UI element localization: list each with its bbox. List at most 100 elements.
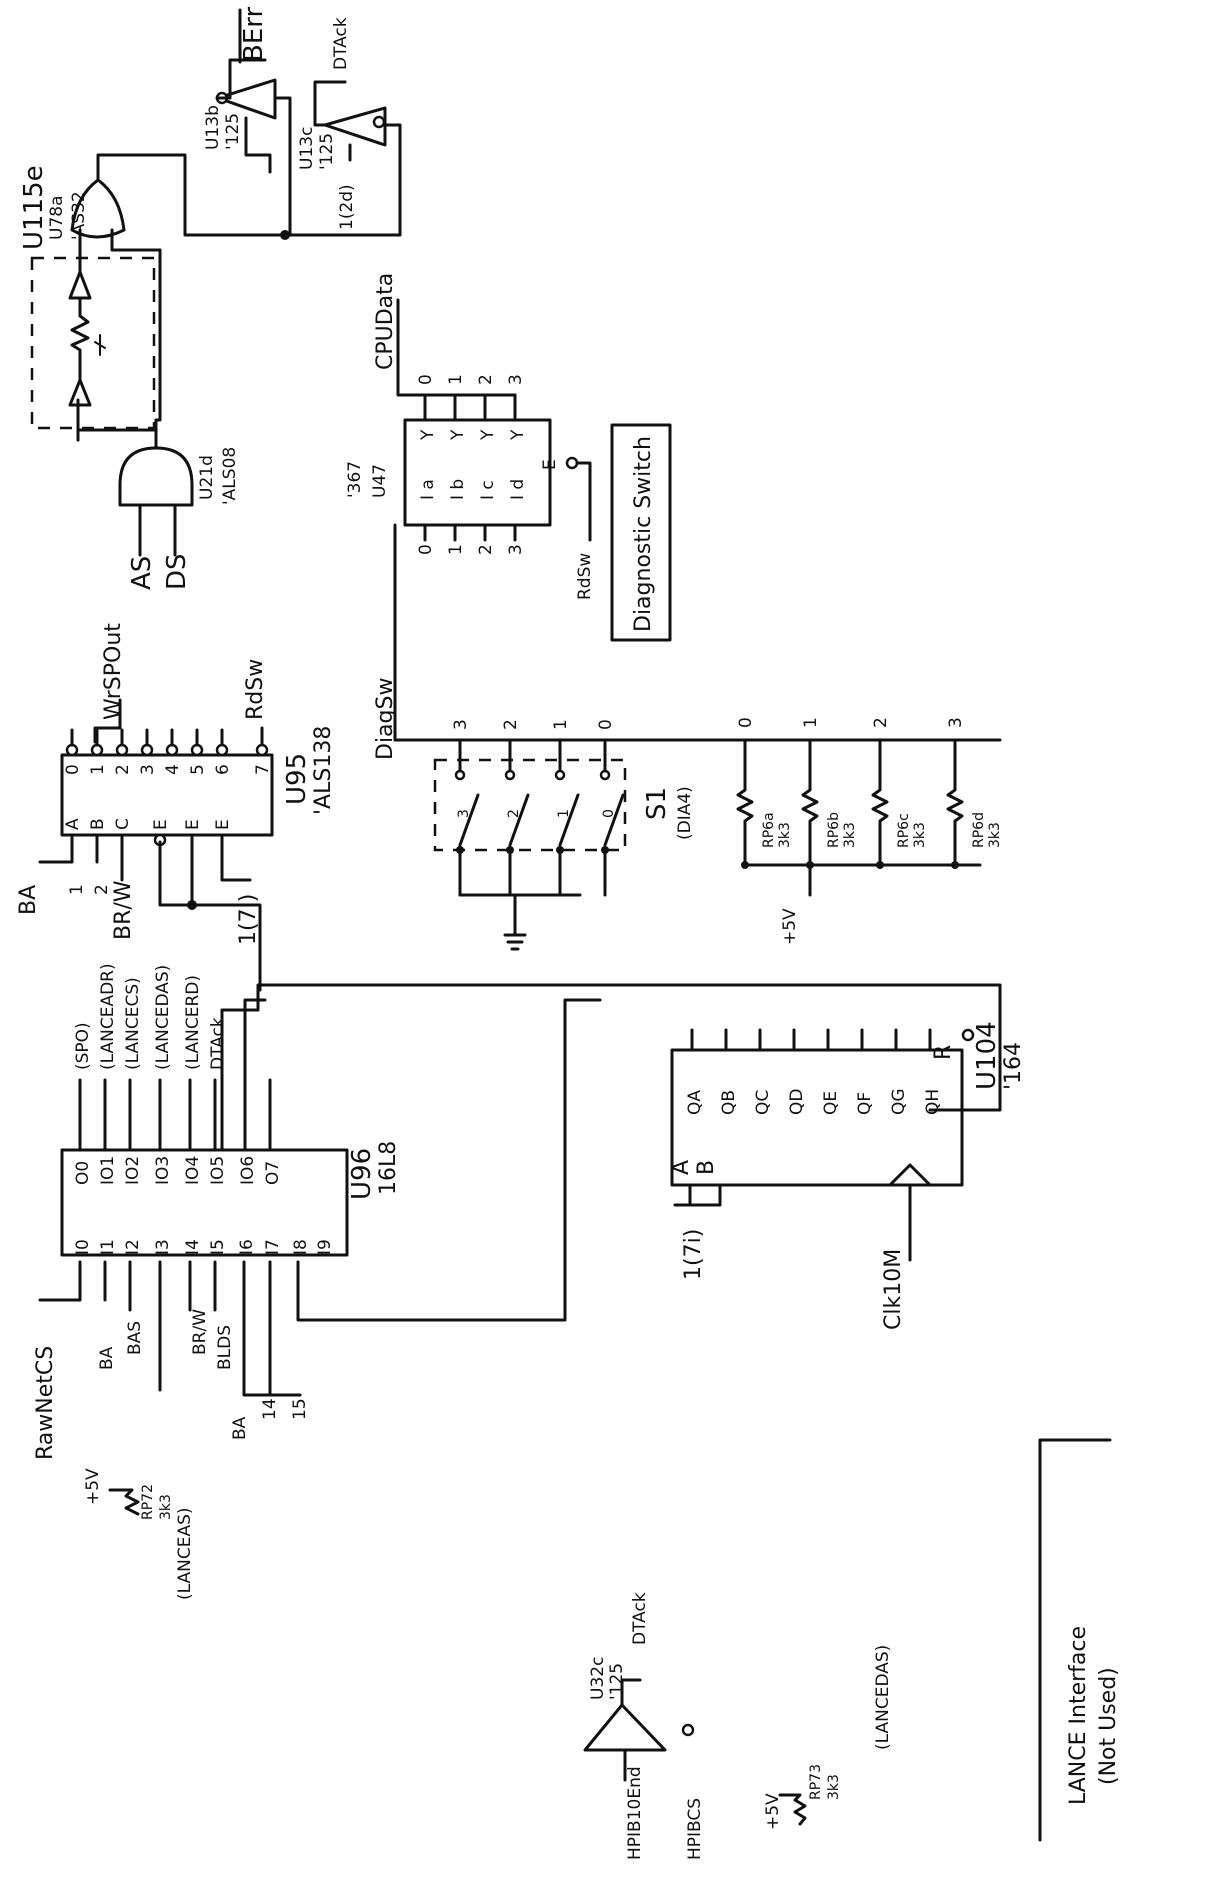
u95-part: 'ALS138	[311, 726, 336, 815]
u104-q-label: QD	[787, 1089, 807, 1115]
u96-out-label: O7	[263, 1161, 283, 1185]
u96-out-label: IO2	[123, 1156, 143, 1185]
u95-input-wires	[38, 833, 262, 992]
u96-in-label: I7	[263, 1239, 283, 1255]
u21d-to-or	[154, 248, 162, 450]
u104-clk-triangle	[888, 1163, 932, 1187]
u104-in-net: 1(7i)	[681, 1229, 706, 1280]
u115e-delay-element	[70, 296, 90, 382]
u104-in-a: A	[669, 1160, 694, 1175]
u95-out1-wire	[93, 698, 122, 744]
s1-lever	[603, 793, 625, 847]
diagsw-bit-label: 3	[451, 719, 471, 730]
u104-clk-net: Clk10M	[881, 1249, 906, 1330]
u32c-out: DTAck	[630, 1592, 650, 1645]
u95-brw-net: BR/W	[111, 880, 136, 940]
u47-title: '367	[345, 461, 365, 498]
u96-in-label: I9	[315, 1239, 335, 1255]
u47-out-pin: Y	[478, 429, 498, 441]
u96-in-label: I2	[123, 1239, 143, 1255]
u78a-ref: U78a	[47, 196, 67, 241]
rp6-bit-label: 2	[871, 717, 891, 728]
u104-in-b: B	[694, 1160, 719, 1175]
u13b-out-net: BErr	[239, 7, 269, 62]
u104-body	[670, 1048, 964, 1187]
u13b-out	[215, 58, 267, 100]
u96-lanceas: (LANCEAS)	[175, 1507, 195, 1600]
u96-out-label: IO6	[238, 1156, 258, 1185]
rp73-zigzag	[778, 1793, 807, 1826]
rp6-ref: RP6c	[896, 813, 912, 848]
u95-ref: U95	[282, 753, 312, 805]
u95-e-junction	[187, 900, 197, 910]
u95-in-label: E	[151, 819, 171, 830]
s1-outline	[433, 758, 627, 852]
u115e-ref: U115e	[19, 165, 49, 250]
u13c-part: '125	[317, 133, 337, 170]
u96-rp: RP72	[140, 1484, 156, 1520]
u95-out-label: 1	[88, 764, 108, 775]
rp73-pullup: +5V RP73 3k3 (LANCEDAS)	[763, 1645, 893, 1830]
lance-note-box	[1038, 1438, 1112, 1842]
rp6-supply: +5V	[780, 908, 800, 945]
u95-ba-net: BA	[16, 885, 41, 915]
u96-i8-link	[296, 998, 602, 1322]
u13c-out-net: DTAck	[331, 17, 351, 70]
u47-in-num: 2	[476, 544, 496, 555]
u104-clr: R	[931, 1045, 956, 1060]
u95-ba-bit2: 2	[92, 884, 112, 895]
u104-ref: U104	[972, 1021, 1002, 1090]
u78a-inputs	[78, 228, 162, 252]
u32c-body	[583, 1703, 667, 1752]
u96-ref: U96	[347, 1148, 377, 1200]
u95-out-label: 2	[113, 764, 133, 775]
u47-in-pin: I d	[508, 479, 528, 500]
u21d-and-gate: AS DS U21d 'ALS08	[76, 248, 240, 590]
rp73-value: 3k3	[826, 1774, 842, 1800]
lance-note-line2: (Not Used)	[1096, 1667, 1121, 1785]
u32c-in: HPIB10End	[625, 1766, 645, 1860]
s1-pos-label: 2	[506, 809, 522, 818]
u95-body	[60, 753, 274, 837]
u47-body	[403, 418, 552, 527]
u104-q-label: QC	[753, 1090, 773, 1115]
u47-in-pin: I a	[418, 479, 438, 500]
u21d-in-a: AS	[127, 556, 157, 590]
u47-in-pin: I b	[448, 479, 468, 500]
u13c-wiring	[283, 80, 402, 237]
u96-part: 16L8	[376, 1141, 401, 1195]
u96-out-net: (LANCECS)	[123, 977, 143, 1070]
u21d-in-b: DS	[162, 553, 192, 590]
cpudata-bit-label: 1	[446, 374, 466, 385]
u104-part: '164	[1001, 1042, 1026, 1090]
rp6-resistor	[801, 738, 819, 867]
u13-junction	[280, 230, 290, 240]
u13c-ref: U13c	[297, 127, 317, 170]
u95-out1-net: WrSPOut	[101, 623, 126, 720]
lance-note: LANCE Interface (Not Used)	[1038, 1438, 1121, 1842]
s1-contact	[599, 769, 611, 781]
u96-out-label: IO1	[98, 1156, 118, 1185]
s1-pos-label: 3	[456, 809, 472, 818]
u47-in-num: 0	[416, 544, 436, 555]
u32c-part: '125	[607, 1663, 627, 1700]
u13c-en-bubble	[372, 115, 386, 129]
diag-box-outline	[610, 423, 672, 642]
u21d-ref: U21d	[197, 455, 217, 500]
rp6-ref: RP6d	[971, 812, 987, 848]
cpudata-bit-label: 2	[476, 374, 496, 385]
u96-out-net: (SPO)	[73, 1022, 93, 1070]
u13b-buffer: U13b '125 BErr	[203, 7, 292, 237]
u96-body	[60, 1148, 349, 1257]
u13b-part: '125	[223, 113, 243, 150]
u95-out-label: 5	[188, 764, 208, 775]
